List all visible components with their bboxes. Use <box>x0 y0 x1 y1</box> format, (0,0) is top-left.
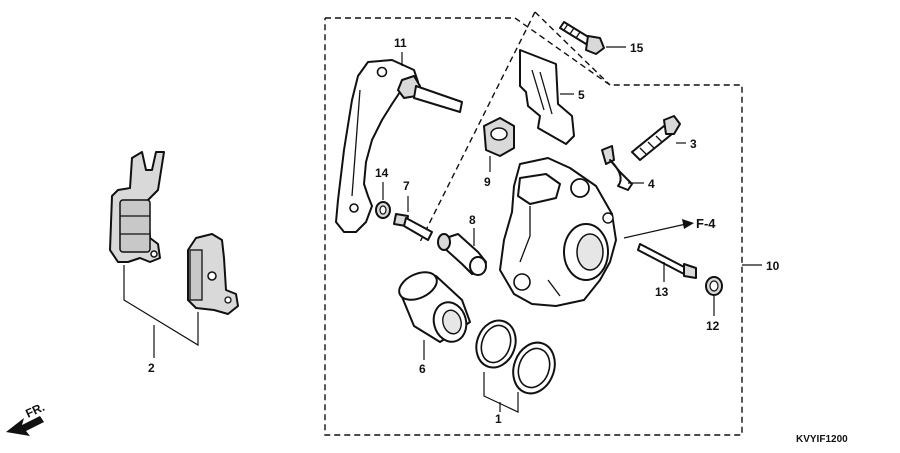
frame-diagonal-upper <box>419 11 536 243</box>
callout-5: 5 <box>578 88 585 102</box>
callout-14: 14 <box>375 166 389 180</box>
callout-9: 9 <box>484 175 491 189</box>
callout-8: 8 <box>469 213 476 227</box>
caliper-body <box>499 157 617 307</box>
callout-15: 15 <box>630 41 644 55</box>
piston-6 <box>398 271 471 343</box>
callout-11: 11 <box>394 36 407 50</box>
callout-4: 4 <box>648 177 655 191</box>
boot-9 <box>483 117 515 157</box>
callout-3: 3 <box>690 137 697 151</box>
bolt-15 <box>559 21 605 55</box>
piston-seal-1b <box>512 341 556 395</box>
slide-pin-11 <box>397 75 463 113</box>
pin-bolt-7 <box>393 213 433 241</box>
direction-label: FR. <box>23 400 46 421</box>
leader-f4 <box>623 223 687 239</box>
callout-6: 6 <box>419 362 426 376</box>
assembly-frame <box>324 17 743 436</box>
diagram-code: KVYIF1200 <box>796 434 848 445</box>
callout-2: 2 <box>148 361 155 375</box>
slide-pin-8 <box>437 233 487 276</box>
callout-7: 7 <box>403 179 410 193</box>
pin-boot-14 <box>375 201 391 219</box>
reference-f4: F-4 <box>696 216 716 231</box>
callout-12: 12 <box>706 319 720 333</box>
piston-seal-1a <box>475 319 517 369</box>
front-direction-arrow-icon <box>6 416 44 436</box>
leader-1 <box>483 372 519 413</box>
leader-2 <box>123 265 199 347</box>
pad-pin-13 <box>637 243 697 279</box>
reference-arrow <box>682 219 694 229</box>
callout-1: 1 <box>495 412 502 426</box>
callout-13: 13 <box>655 285 669 299</box>
frame-diagonal-right <box>534 11 611 86</box>
brake-pad-right <box>187 233 239 315</box>
bleeder-cap-4 <box>601 145 633 191</box>
pin-plug-12 <box>705 276 723 296</box>
callout-10: 10 <box>766 259 780 273</box>
brake-pad-left <box>109 151 165 263</box>
bleeder-valve-3 <box>631 115 681 161</box>
pad-spring-5 <box>519 49 575 145</box>
